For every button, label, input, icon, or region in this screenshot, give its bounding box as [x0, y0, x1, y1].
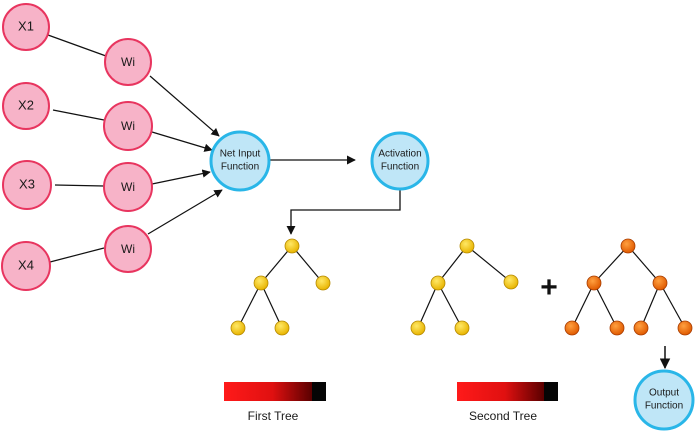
tree-node [253, 275, 269, 291]
tree-node [586, 275, 602, 291]
tree-node [503, 274, 519, 290]
net-input-node: Net Input Function [209, 130, 271, 192]
tree-node [315, 275, 331, 291]
arrow-w4-net [147, 189, 223, 235]
input-node-x4: X4 [1, 241, 51, 291]
tree-node [609, 320, 625, 336]
tree-node [430, 275, 446, 291]
tree-node [620, 238, 636, 254]
output-node: Output Function [633, 369, 695, 431]
weight-label-1: Wi [121, 55, 135, 69]
link-x3-w3 [54, 184, 105, 187]
second-tree-bar [457, 382, 558, 401]
combined-tree [564, 238, 693, 336]
net-input-label-line2: Function [221, 162, 259, 173]
weight-netinput-arrows [147, 75, 223, 235]
input-node-x2: X2 [2, 82, 50, 130]
first-tree-caption: First Tree [248, 409, 299, 423]
second-tree [410, 238, 519, 336]
tree-node [677, 320, 693, 336]
activation-node: Activation Function [370, 131, 430, 191]
weight-label-3: Wi [121, 180, 135, 194]
arrow-w1-net [149, 75, 220, 137]
output-label-line2: Function [645, 401, 683, 412]
arrow-activation-tree [286, 189, 401, 235]
tree-node [633, 320, 649, 336]
input-weight-links [47, 34, 107, 263]
activation-label-line1: Activation [378, 149, 421, 160]
weight-label-2: Wi [121, 119, 135, 133]
tree-node [454, 320, 470, 336]
link-x2-w2 [52, 109, 105, 121]
link-x1-w1 [47, 34, 107, 57]
tree-node [652, 275, 668, 291]
input-node-x3: X3 [2, 160, 52, 210]
first-tree-bar [224, 382, 326, 401]
weight-node-4: Wi [104, 225, 152, 273]
tree-node [564, 320, 580, 336]
tree-node [230, 320, 246, 336]
input-label-x3: X3 [19, 176, 35, 191]
input-label-x2: X2 [18, 97, 34, 112]
tree-node [284, 238, 300, 254]
weight-node-1: Wi [104, 38, 152, 86]
weight-label-4: Wi [121, 242, 135, 256]
weight-node-3: Wi [103, 162, 153, 212]
arrow-w3-net [151, 169, 211, 185]
input-nodes: X1 X2 X3 X4 [1, 3, 52, 291]
activation-label-line2: Function [381, 162, 419, 173]
tree-node [274, 320, 290, 336]
input-label-x4: X4 [18, 257, 34, 272]
weight-node-2: Wi [103, 101, 153, 151]
output-label-line1: Output [649, 388, 679, 399]
input-label-x1: X1 [18, 18, 34, 33]
net-input-label-line1: Net Input [220, 149, 261, 160]
first-tree [230, 238, 331, 336]
input-node-x1: X1 [2, 3, 50, 51]
weight-nodes: Wi Wi Wi Wi [103, 38, 153, 273]
tree-node [410, 320, 426, 336]
tree-node [459, 238, 475, 254]
second-tree-caption: Second Tree [469, 409, 537, 423]
arrow-w2-net [151, 131, 213, 152]
plus-sign: + [540, 271, 558, 304]
link-x4-w4 [49, 247, 105, 263]
